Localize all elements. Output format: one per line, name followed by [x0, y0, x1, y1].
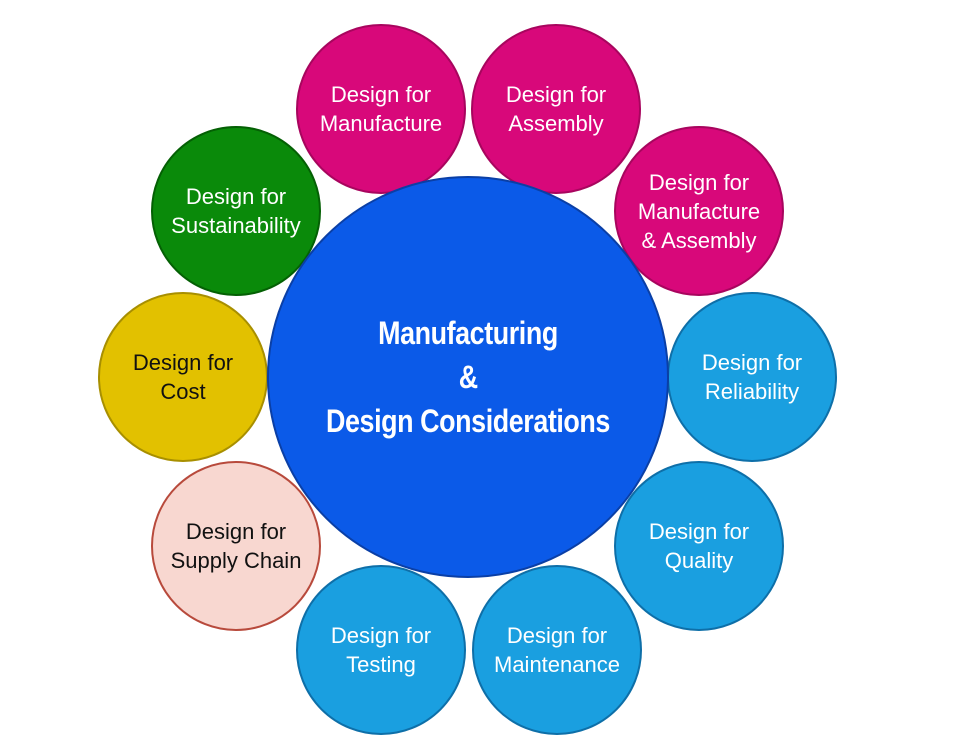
node-label-line1: Design for [701, 350, 803, 375]
node-label-line2: Maintenance [494, 652, 620, 677]
node-label-line1: Design for [648, 519, 750, 544]
node-label-line2: Testing [346, 652, 416, 677]
node-design-for-sustainability: Design for Sustainability [151, 126, 321, 296]
node-design-for-manufacture: Design for Manufacture [296, 24, 466, 194]
node-label-line1: Design for [185, 184, 287, 209]
node-design-for-cost: Design for Cost [98, 292, 268, 462]
node-label-line2: Quality [664, 548, 734, 573]
node-label-line2: Cost [160, 379, 206, 404]
node-design-for-quality: Design for Quality [614, 461, 784, 631]
center-node: Manufacturing & Design Considerations [267, 176, 669, 578]
center-title-line3: Design Considerations [326, 403, 610, 439]
node-label-line2: Assembly [508, 111, 604, 136]
node-label-line1: Design for [132, 350, 234, 375]
node-design-for-testing: Design for Testing [296, 565, 466, 735]
node-label-line3: & Assembly [641, 227, 757, 253]
node-label-line1: Design for [330, 623, 432, 648]
node-label-line1: Design for [648, 169, 750, 195]
node-label-line1: Design for [185, 519, 287, 544]
center-title-line1: Manufacturing [378, 315, 558, 351]
node-label-line1: Design for [505, 82, 607, 107]
node-design-for-supply-chain: Design for Supply Chain [151, 461, 321, 631]
node-label-line2: Reliability [704, 379, 800, 404]
node-label-line2: Sustainability [171, 213, 301, 238]
node-label-line2: Manufacture [319, 111, 443, 136]
node-label-line1: Design for [330, 82, 432, 107]
node-label-line2: Manufacture [637, 198, 761, 224]
node-design-for-manufacture-assembly: Design for Manufacture & Assembly [614, 126, 784, 296]
center-title-ampersand: & [458, 359, 478, 395]
node-design-for-maintenance: Design for Maintenance [472, 565, 642, 735]
node-label-line1: Design for [506, 623, 608, 648]
node-design-for-assembly: Design for Assembly [471, 24, 641, 194]
node-label-line2: Supply Chain [170, 548, 302, 573]
node-design-for-reliability: Design for Reliability [667, 292, 837, 462]
